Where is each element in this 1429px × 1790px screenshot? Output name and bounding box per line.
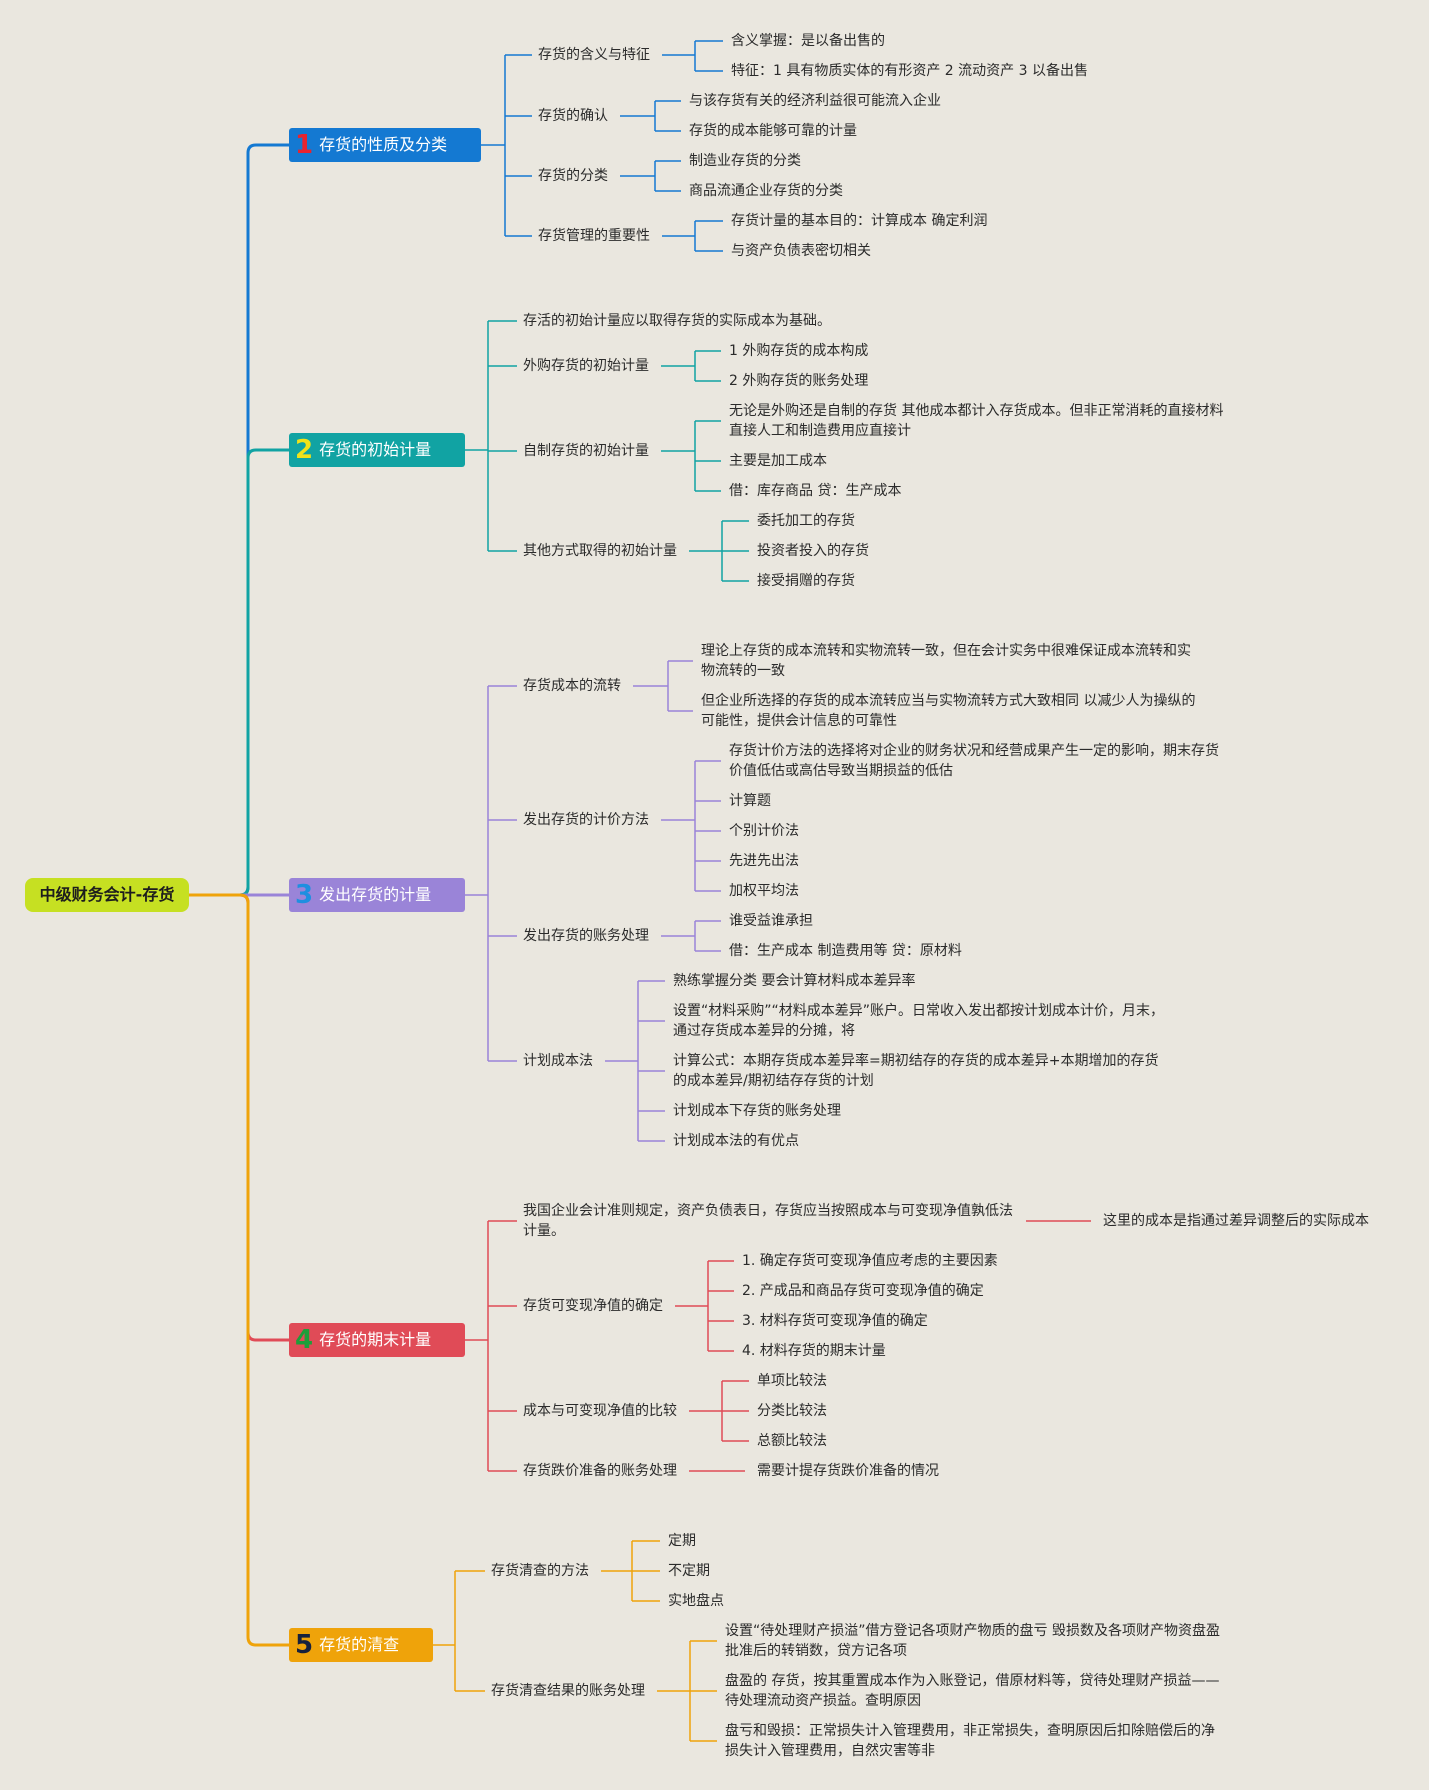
subtopic-node[interactable]: 主要是加工成本	[729, 453, 827, 469]
topic-node[interactable]: 发出存货的计价方法	[523, 812, 649, 828]
branch-label: 存货的初始计量	[319, 440, 432, 459]
subtopic-node[interactable]: 借：生产成本 制造费用等 贷：原材料	[729, 943, 962, 959]
connector-root-branch-4	[189, 893, 289, 1342]
topic-node[interactable]: 存货清查的方法	[491, 1563, 589, 1579]
connector-root-branch-2	[189, 448, 289, 897]
branch-node-5[interactable]: 5 存货的清查	[289, 1628, 433, 1662]
subtopic-node[interactable]: 接受捐赠的存货	[757, 573, 855, 589]
topic-node[interactable]: 自制存货的初始计量	[523, 443, 649, 459]
subtopic-node[interactable]: 个别计价法	[729, 823, 799, 839]
subtopic-node[interactable]: 盘亏和毁损：正常损失计入管理费用，非正常损失，查明原因后扣除赔偿后的净损失计入管…	[725, 1723, 1215, 1759]
subtopic-node[interactable]: 设置“材料采购”“材料成本差异”账户。日常收入发出都按计划成本计价，月末，通过存…	[673, 1003, 1165, 1039]
topic-node[interactable]: 发出存货的账务处理	[523, 928, 649, 944]
subtopic-node[interactable]: 与资产负债表密切相关	[731, 243, 871, 259]
subtopic-node[interactable]: 2 外购存货的账务处理	[729, 373, 869, 389]
branch-label: 存货的清查	[319, 1635, 400, 1654]
topic-node[interactable]: 外购存货的初始计量	[523, 358, 649, 374]
subtopic-node[interactable]: 与该存货有关的经济利益很可能流入企业	[689, 93, 941, 109]
subtopic-node[interactable]: 1 外购存货的成本构成	[729, 343, 869, 359]
topic-node[interactable]: 成本与可变现净值的比较	[523, 1403, 677, 1419]
subtopic-node[interactable]: 计算题	[729, 793, 771, 809]
topic-node[interactable]: 我国企业会计准则规定，资产负债表日，存货应当按照成本与可变现净值孰低法计量。	[523, 1203, 1013, 1239]
subtopic-node[interactable]: 分类比较法	[757, 1403, 827, 1419]
subtopic-node[interactable]: 4. 材料存货的期末计量	[742, 1343, 886, 1359]
topic-node[interactable]: 存货跌价准备的账务处理	[523, 1463, 677, 1479]
subtopic-node[interactable]: 2. 产成品和商品存货可变现净值的确定	[742, 1283, 984, 1299]
subtopic-node[interactable]: 计划成本法的有优点	[673, 1133, 799, 1149]
subtopic-node[interactable]: 商品流通企业存货的分类	[689, 183, 843, 199]
subtopic-node[interactable]: 盘盈的 存货，按其重置成本作为入账登记，借原材料等，贷待处理财产损益——待处理流…	[725, 1673, 1220, 1709]
branch-number: 5	[295, 1630, 314, 1660]
subtopic-node[interactable]: 这里的成本是指通过差异调整后的实际成本	[1103, 1213, 1369, 1229]
connector-root-branch-5	[189, 893, 289, 1647]
subtopic-node[interactable]: 实地盘点	[668, 1593, 724, 1609]
subtopic-node[interactable]: 投资者投入的存货	[757, 543, 869, 559]
topic-node[interactable]: 存货的确认	[538, 108, 608, 124]
branch-node-3[interactable]: 3 发出存货的计量	[289, 878, 465, 912]
subtopic-node[interactable]: 制造业存货的分类	[689, 153, 801, 169]
subtopic-node[interactable]: 但企业所选择的存货的成本流转应当与实物流转方式大致相同 以减少人为操纵的可能性，…	[701, 693, 1196, 729]
subtopic-node[interactable]: 谁受益谁承担	[729, 913, 813, 929]
subtopic-node[interactable]: 理论上存货的成本流转和实物流转一致，但在会计实务中很难保证成本流转和实物流转的一…	[701, 643, 1191, 679]
subtopic-node[interactable]: 先进先出法	[729, 853, 799, 869]
subtopic-node[interactable]: 委托加工的存货	[757, 513, 855, 529]
subtopic-node[interactable]: 定期	[668, 1533, 696, 1549]
branch-number: 2	[295, 435, 314, 465]
topic-node[interactable]: 存货可变现净值的确定	[523, 1298, 663, 1314]
subtopic-node[interactable]: 熟练掌握分类 要会计算材料成本差异率	[673, 973, 916, 989]
topic-node[interactable]: 存货成本的流转	[523, 678, 621, 694]
topic-node[interactable]: 计划成本法	[523, 1053, 593, 1069]
subtopic-node[interactable]: 加权平均法	[729, 883, 799, 899]
subtopic-node[interactable]: 设置“待处理财产损溢”借方登记各项财产物质的盘亏 毁损数及各项财产物资盘盈批准后…	[725, 1623, 1220, 1659]
subtopic-node[interactable]: 借：库存商品 贷：生产成本	[729, 483, 902, 499]
connector-root-branch-1	[189, 143, 289, 897]
branch-node-1[interactable]: 1 存货的性质及分类	[289, 128, 481, 162]
branch-label: 存货的性质及分类	[319, 135, 448, 154]
subtopic-node[interactable]: 无论是外购还是自制的存货 其他成本都计入存货成本。但非正常消耗的直接材料直接人工…	[729, 403, 1224, 439]
subtopic-node[interactable]: 单项比较法	[757, 1373, 827, 1389]
subtopic-node[interactable]: 存货计价方法的选择将对企业的财务状况和经营成果产生一定的影响，期末存货价值低估或…	[729, 743, 1219, 779]
subtopic-node[interactable]: 计算公式：本期存货成本差异率=期初结存的存货的成本差异+本期增加的存货的成本差异…	[673, 1053, 1159, 1089]
branch-label: 发出存货的计量	[319, 885, 432, 904]
subtopic-node[interactable]: 1. 确定存货可变现净值应考虑的主要因素	[742, 1253, 998, 1269]
topic-node[interactable]: 其他方式取得的初始计量	[523, 543, 677, 559]
subtopic-node[interactable]: 总额比较法	[757, 1433, 827, 1449]
topic-node[interactable]: 存货的分类	[538, 168, 608, 184]
subtopic-node[interactable]: 特征：1 具有物质实体的有形资产 2 流动资产 3 以备出售	[731, 63, 1088, 79]
subtopic-node[interactable]: 计划成本下存货的账务处理	[673, 1103, 841, 1119]
subtopic-node[interactable]: 存货的成本能够可靠的计量	[689, 123, 857, 139]
root-node[interactable]: 中级财务会计-存货	[25, 878, 189, 912]
branch-number: 3	[295, 880, 314, 910]
topic-node[interactable]: 存货的含义与特征	[538, 47, 650, 63]
subtopic-node[interactable]: 不定期	[668, 1563, 710, 1579]
topic-node[interactable]: 存货管理的重要性	[538, 228, 650, 244]
topic-node[interactable]: 存货清查结果的账务处理	[491, 1683, 645, 1699]
branch-node-2[interactable]: 2 存货的初始计量	[289, 433, 465, 467]
branch-number: 1	[295, 130, 314, 160]
subtopic-node[interactable]: 含义掌握：是以备出售的	[731, 33, 885, 49]
branch-label: 存货的期末计量	[319, 1330, 432, 1349]
subtopic-node[interactable]: 存货计量的基本目的：计算成本 确定利润	[731, 213, 988, 229]
topic-node[interactable]: 存活的初始计量应以取得存货的实际成本为基础。	[523, 313, 831, 329]
subtopic-node[interactable]: 3. 材料存货可变现净值的确定	[742, 1313, 928, 1329]
subtopic-node[interactable]: 需要计提存货跌价准备的情况	[757, 1463, 939, 1479]
branch-node-4[interactable]: 4 存货的期末计量	[289, 1323, 465, 1357]
branch-number: 4	[295, 1325, 314, 1355]
